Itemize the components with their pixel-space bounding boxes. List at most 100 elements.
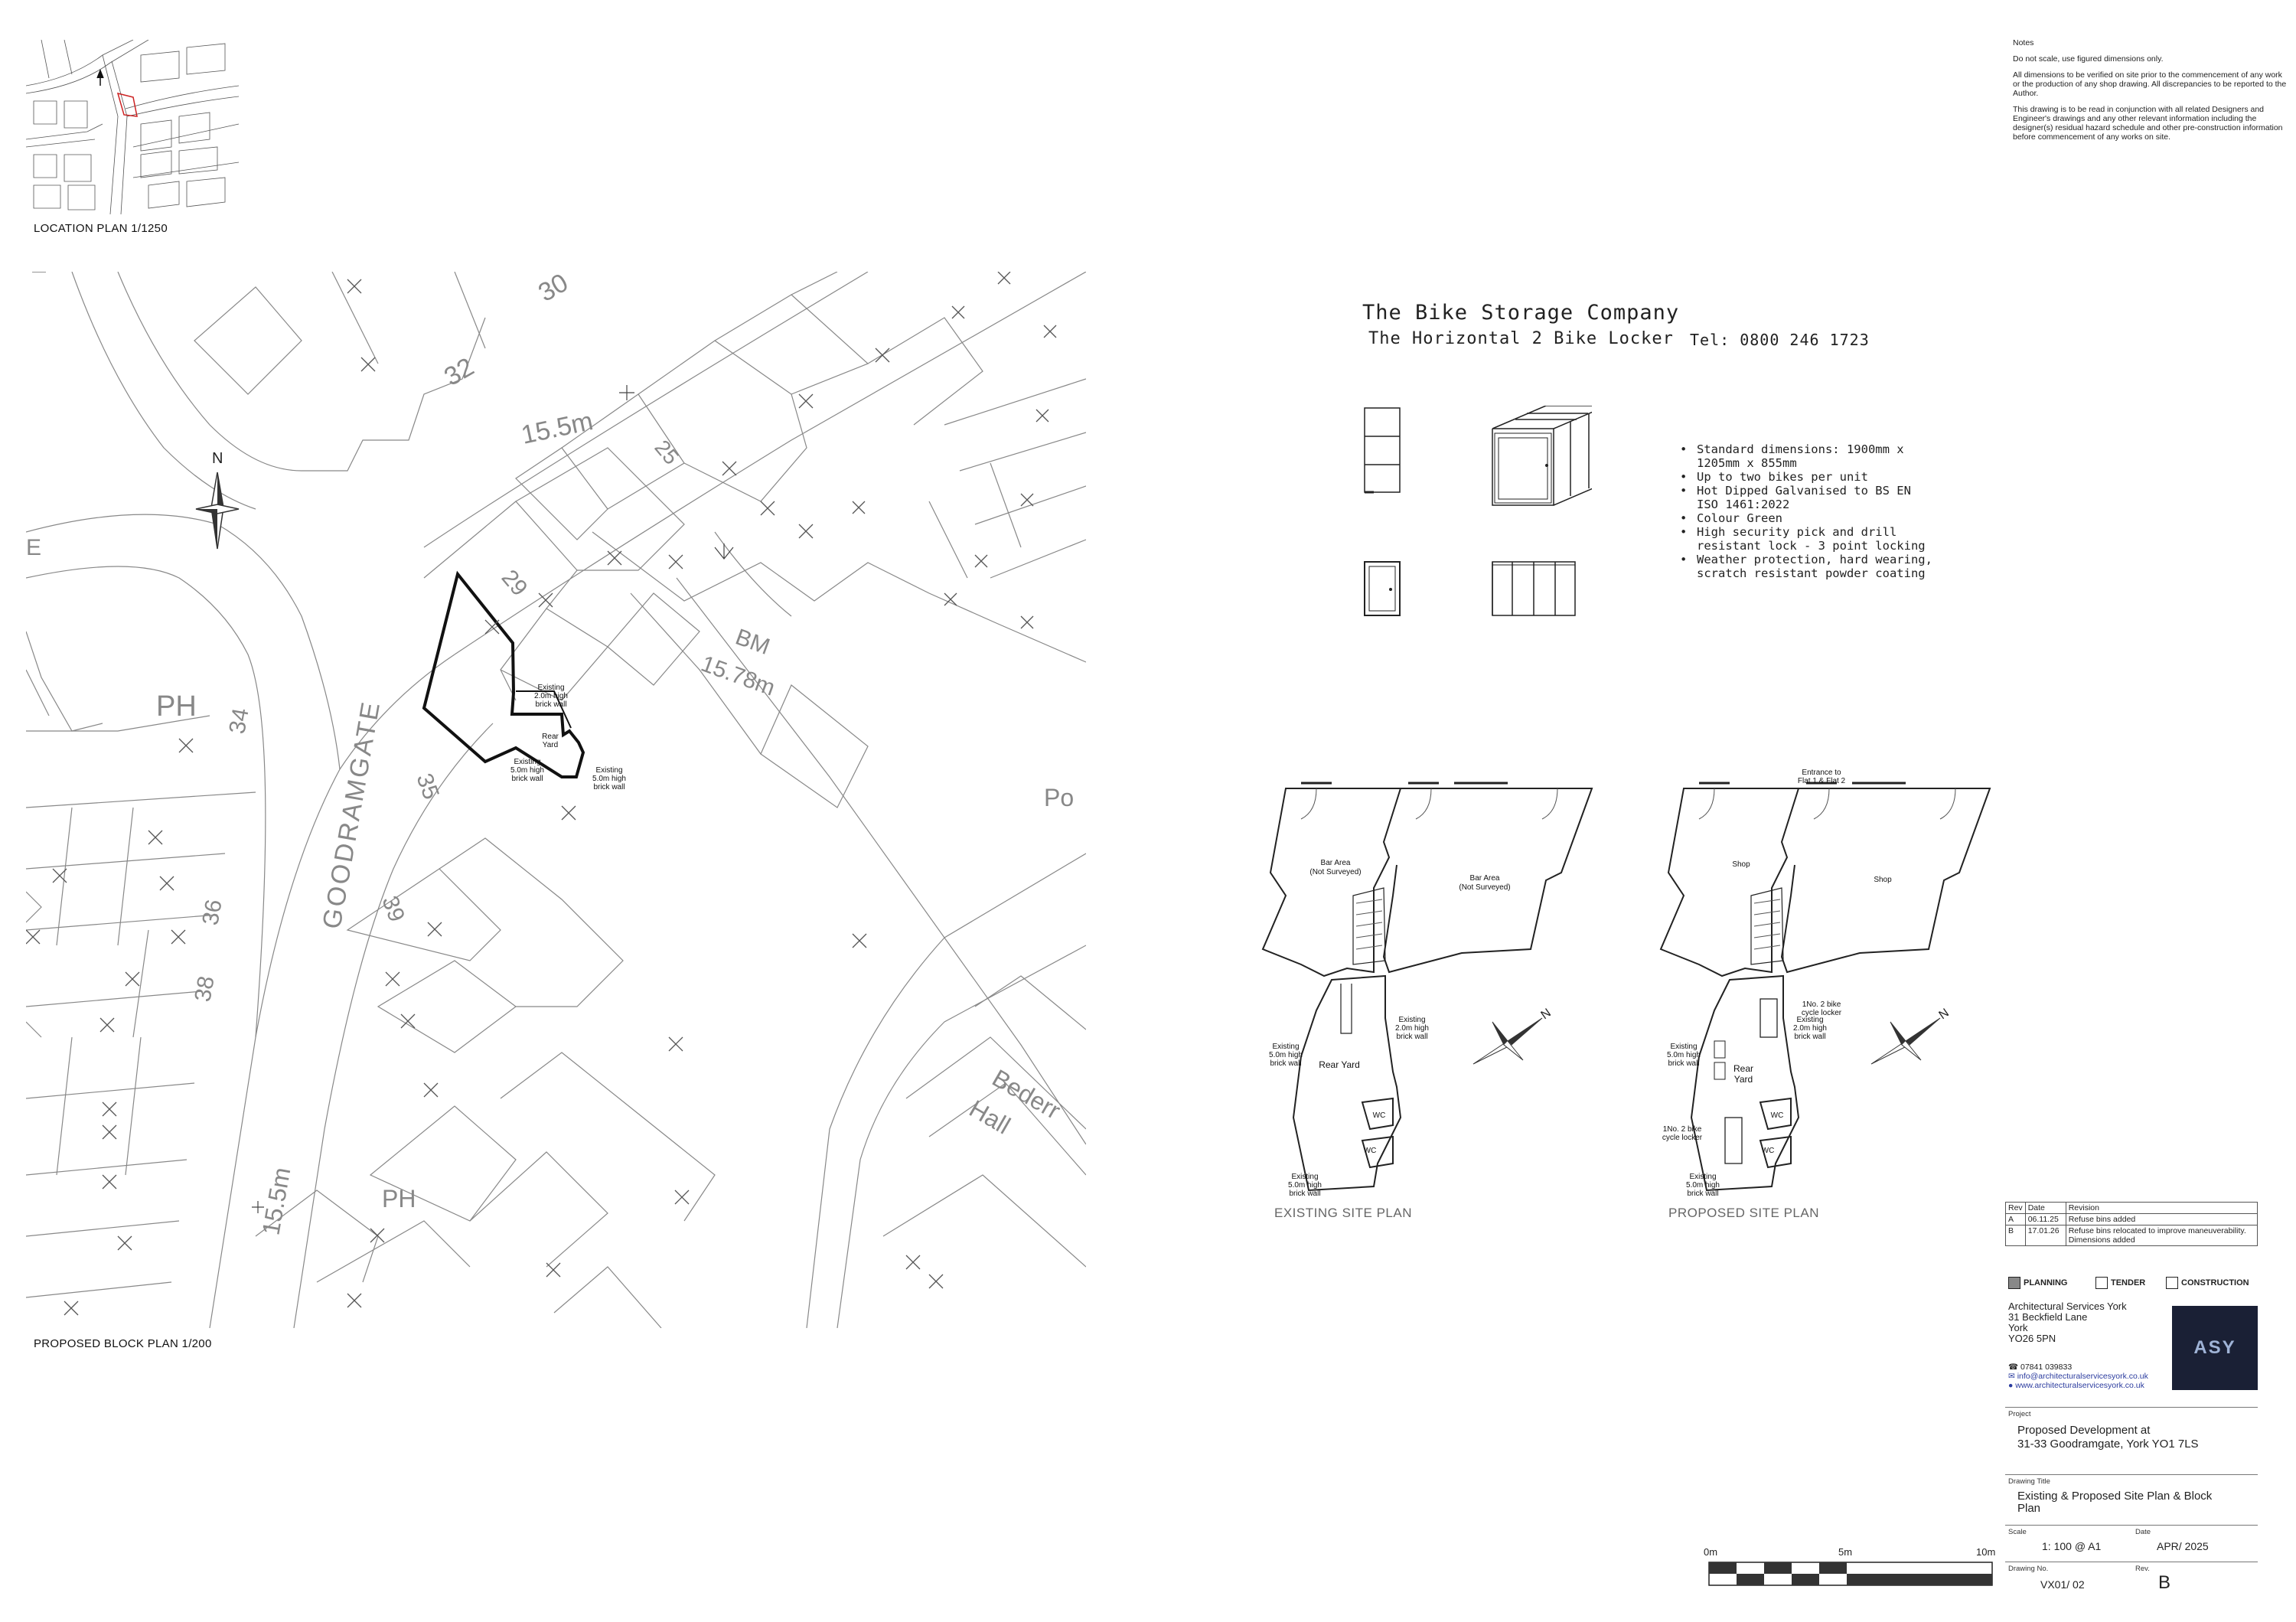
tree-markers: [26, 272, 1057, 1316]
phone-icon: ☎: [2008, 1363, 2020, 1372]
scale-label-5: 5m: [1838, 1546, 1853, 1558]
svg-text:2.0m high: 2.0m high: [534, 692, 568, 700]
drawing-title-cont: Plan: [2017, 1502, 2041, 1515]
block-plan-caption: PROPOSED BLOCK PLAN 1/200: [34, 1337, 212, 1350]
svg-text:Shop: Shop: [1732, 860, 1750, 869]
feature-item: Weather protection, hard wearing, scratc…: [1680, 553, 1932, 580]
drawing-revision: B: [2158, 1572, 2171, 1593]
svg-text:Shop: Shop: [1874, 876, 1892, 884]
bike-locker-drawings: [1364, 406, 1592, 616]
drawing-title: Existing & Proposed Site Plan & Block: [2017, 1490, 2213, 1503]
checkbox-empty-icon: [2095, 1277, 2108, 1289]
svg-text:Yard: Yard: [543, 741, 558, 749]
label-e: E: [26, 535, 41, 560]
svg-text:brick wall: brick wall: [1687, 1190, 1718, 1198]
label-38: 38: [190, 974, 219, 1004]
email-link[interactable]: info@architecturalservicesyork.co.uk: [2017, 1372, 2148, 1381]
svg-text:(Not Surveyed): (Not Surveyed): [1459, 883, 1510, 892]
stage-tender: TENDER: [2095, 1277, 2145, 1289]
svg-text:cycle locker: cycle locker: [1662, 1134, 1703, 1142]
bike-features-list: Standard dimensions: 1900mm x 1205mm x 8…: [1680, 442, 1932, 580]
svg-text:Existing: Existing: [1398, 1016, 1425, 1024]
svg-text:WC: WC: [1373, 1111, 1386, 1120]
svg-text:brick wall: brick wall: [1668, 1059, 1699, 1068]
label-hall: Hall: [965, 1095, 1016, 1140]
block-plan-map: N 30 32 15.5m 25 29 BM 15.78m PH 34 35 3…: [26, 272, 1086, 1328]
label-25: 25: [650, 436, 683, 469]
label-po: Po: [1044, 784, 1074, 811]
stage-construction: CONSTRUCTION: [2166, 1277, 2249, 1289]
notes-panel: Notes Do not scale, use figured dimensio…: [2013, 38, 2288, 148]
firm-logo: ASY: [2172, 1306, 2258, 1390]
note-item: Do not scale, use figured dimensions onl…: [2013, 54, 2164, 64]
compass-icon: N: [1473, 1007, 1554, 1065]
svg-text:5.0m high: 5.0m high: [1686, 1181, 1720, 1190]
label-35: 35: [411, 770, 443, 803]
globe-icon: ●: [2008, 1381, 2016, 1390]
notes-heading: Notes: [2013, 38, 2034, 47]
web-link[interactable]: www.architecturalservicesyork.co.uk: [2015, 1381, 2144, 1390]
label-36: 36: [197, 898, 227, 928]
email-icon: ✉: [2008, 1372, 2017, 1381]
svg-text:Existing: Existing: [514, 758, 540, 766]
svg-text:N: N: [1937, 1007, 1952, 1023]
svg-text:Existing: Existing: [1291, 1173, 1318, 1181]
location-plan-map: [26, 40, 240, 214]
north-arrow-icon: [96, 68, 104, 86]
scale-label-10: 10m: [1976, 1546, 1996, 1558]
svg-text:Bar Area: Bar Area: [1321, 859, 1351, 867]
bike-product-title: The Horizontal 2 Bike Locker: [1368, 329, 1674, 348]
table-row: B 17.01.26 Refuse bins relocated to impr…: [2005, 1225, 2258, 1246]
street-name-goodramgate: GOODRAMGATE: [317, 698, 386, 932]
stage-planning: PLANNING: [2008, 1277, 2067, 1289]
feature-item: Colour Green: [1680, 511, 1932, 525]
bike-company-title: The Bike Storage Company: [1362, 301, 1680, 325]
location-plan-caption: LOCATION PLAN 1/1250: [34, 222, 168, 235]
compass-icon: N: [1870, 1007, 1952, 1065]
site-outline-red: [116, 92, 138, 117]
label-15-5m-top: 15.5m: [519, 406, 595, 450]
feature-item: Standard dimensions: 1900mm x 1205mm x 8…: [1680, 442, 1932, 470]
firm-address: Architectural Services York 31 Beckfield…: [2008, 1301, 2127, 1344]
label-30: 30: [533, 272, 573, 308]
svg-text:WC: WC: [1364, 1147, 1377, 1155]
svg-text:Existing: Existing: [595, 766, 622, 775]
label-29: 29: [497, 565, 533, 601]
feature-item: Up to two bikes per unit: [1680, 470, 1932, 484]
svg-text:5.0m high: 5.0m high: [510, 766, 544, 775]
label-bm: BM: [732, 625, 774, 660]
svg-text:Existing: Existing: [537, 684, 564, 692]
svg-text:2.0m high: 2.0m high: [1395, 1024, 1429, 1033]
svg-text:brick wall: brick wall: [511, 775, 543, 783]
svg-text:(Not Surveyed): (Not Surveyed): [1309, 868, 1361, 876]
bike-company-phone: Tel: 0800 246 1723: [1690, 331, 1870, 349]
svg-text:Rear: Rear: [542, 733, 559, 741]
site-boundary-outline: [422, 570, 585, 778]
drawing-number: VX01/ 02: [2040, 1578, 2085, 1591]
feature-item: High security pick and drill resistant l…: [1680, 525, 1932, 553]
svg-text:1No. 2 bike: 1No. 2 bike: [1802, 1000, 1841, 1009]
note-item: This drawing is to be read in conjunctio…: [2013, 105, 2283, 142]
svg-text:Entrance to: Entrance to: [1802, 769, 1841, 777]
revision-table: Rev Date Revision A 06.11.25 Refuse bins…: [2005, 1202, 2258, 1246]
drawing-date: APR/ 2025: [2157, 1540, 2209, 1552]
svg-text:brick wall: brick wall: [1396, 1033, 1427, 1041]
project-name: Proposed Development at: [2017, 1424, 2151, 1437]
existing-site-plan: Bar Area (Not Surveyed) Bar Area (Not Su…: [1261, 782, 1593, 1198]
label-34: 34: [224, 707, 253, 736]
feature-item: Hot Dipped Galvanised to BS EN ISO 1461:…: [1680, 484, 1932, 511]
svg-text:Rear Yard: Rear Yard: [1319, 1059, 1360, 1070]
svg-text:WC: WC: [1762, 1147, 1775, 1155]
svg-text:WC: WC: [1771, 1111, 1784, 1120]
svg-text:Existing: Existing: [1689, 1173, 1716, 1181]
label-15-78m: 15.78m: [698, 651, 778, 701]
svg-text:brick wall: brick wall: [1794, 1033, 1825, 1041]
proposed-site-plan: Shop Shop 1No. 2 bike cycle locker Exist…: [1659, 769, 1991, 1198]
table-row: A 06.11.25 Refuse bins added: [2005, 1213, 2258, 1225]
label-15-5m-bottom: 15.5m: [256, 1165, 295, 1237]
checkbox-empty-icon: [2166, 1277, 2178, 1289]
svg-text:5.0m high: 5.0m high: [1288, 1181, 1322, 1190]
svg-text:5.0m high: 5.0m high: [1667, 1051, 1701, 1059]
proposed-plan-caption: PROPOSED SITE PLAN: [1668, 1206, 1819, 1220]
label-39: 39: [377, 893, 409, 925]
